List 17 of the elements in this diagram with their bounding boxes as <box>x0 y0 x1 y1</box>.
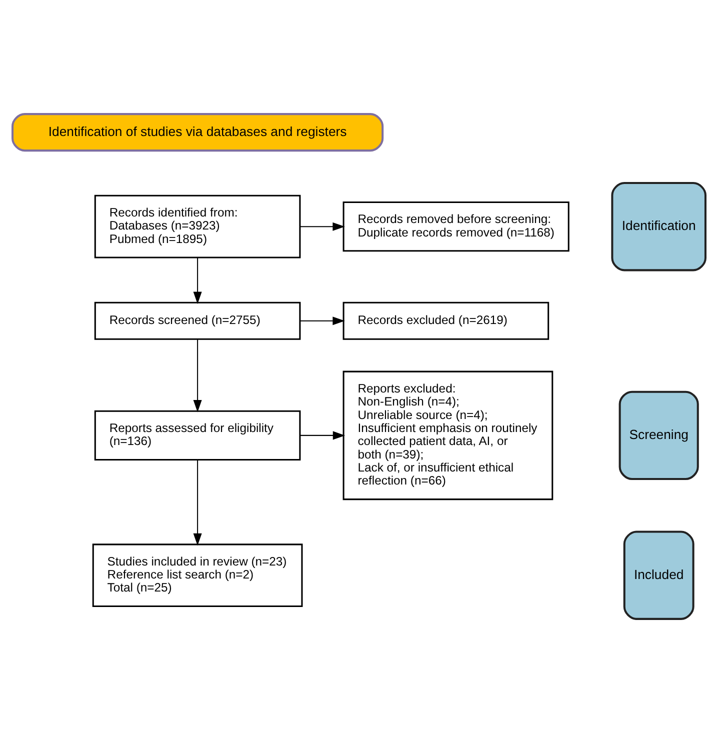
node-box: Screening <box>618 390 699 480</box>
arrow <box>300 430 346 440</box>
node-box: Reports assessed for eligibility (n=136) <box>94 410 301 460</box>
node-box: Identification of studies via databases and registers <box>12 112 384 152</box>
arrow <box>193 459 202 546</box>
node-box: Included <box>623 530 694 620</box>
arrow <box>300 316 345 325</box>
node-box: Identification <box>611 181 706 271</box>
arrow <box>193 257 202 304</box>
node-box: Records identified from: Databases (n=3923) Pubmed (n=1895) <box>94 194 301 258</box>
arrow <box>193 338 202 412</box>
node-box: Records removed before screening: Duplicate records removed (n=1168) <box>342 201 570 252</box>
node-box: Studies included in review (n=23) Reference list search (n=2) Total (n=25) <box>92 543 303 607</box>
arrow <box>300 222 345 230</box>
node-box: Records excluded (n=2619) <box>342 301 550 340</box>
node-box: Records screened (n=2755) <box>94 301 301 340</box>
node-box: Reports excluded: Non-English (n=4); Unreliable source (n=4); Insufficient emphasis on routinely collected patient data, AI, or both (n=39); Lack of, or insufficient ethical reflection (n=66) <box>342 370 554 500</box>
